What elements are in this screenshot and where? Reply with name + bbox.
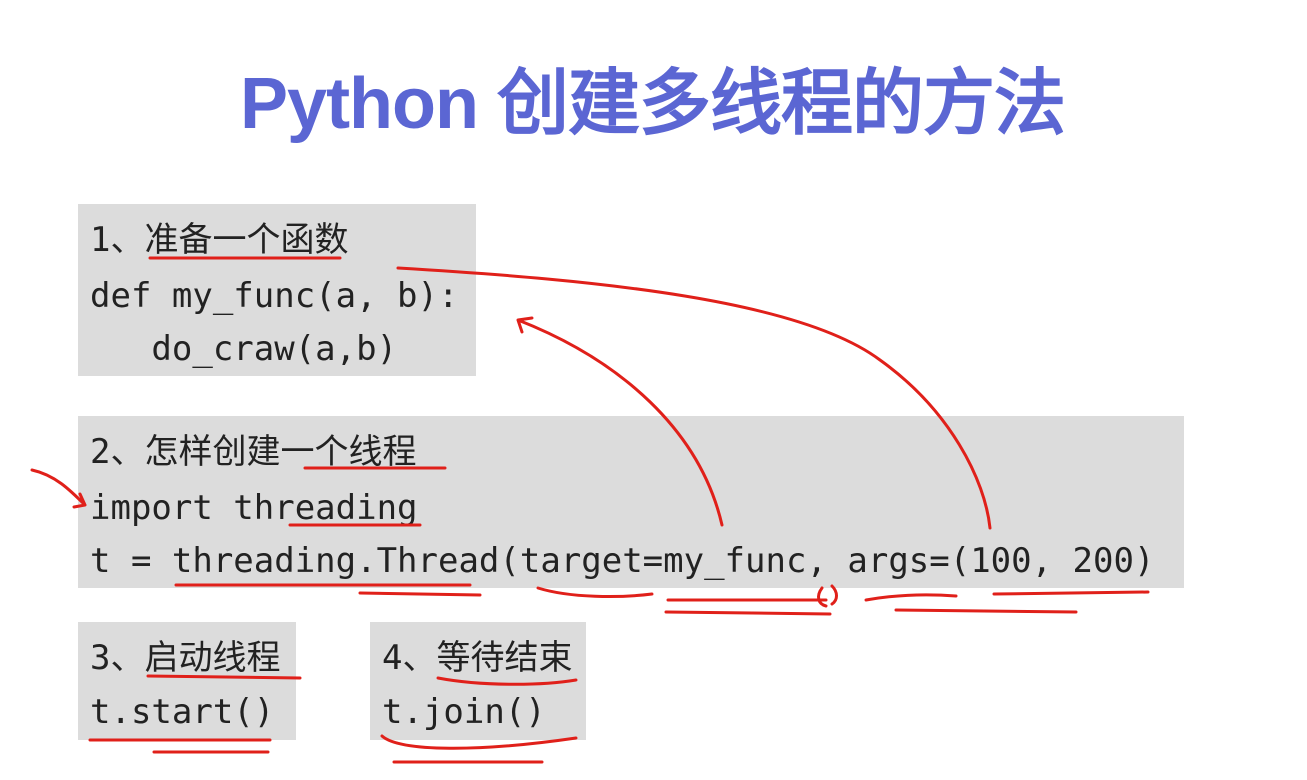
underline-target: [536, 586, 654, 598]
step-3-code-line-1: t.start(): [90, 692, 275, 732]
step-2-heading: 2、怎样创建一个线程: [90, 432, 417, 472]
step-1-heading: 1、准备一个函数: [90, 220, 349, 260]
underline-my-func: [664, 598, 832, 616]
step-3-heading: 3、启动线程: [90, 638, 281, 678]
step-4-box: 4、等待结束 t.join(): [370, 622, 586, 740]
underline-args: [864, 593, 1078, 614]
step-1-code-line-2: do_craw(a,b): [90, 329, 398, 369]
underline-t-start: [88, 738, 272, 754]
slide-title: Python 创建多线程的方法: [240, 64, 1066, 144]
step-3-box: 3、启动线程 t.start(): [78, 622, 296, 740]
step-4-code-line-1: t.join(): [382, 692, 546, 732]
mark-parens: [817, 584, 838, 608]
step-1-box: 1、准备一个函数 def my_func(a, b): do_craw(a,b): [78, 204, 476, 376]
step-2-code-line-1: import threading: [90, 488, 418, 528]
step-1-code-line-1: def my_func(a, b):: [90, 276, 459, 316]
step-4-heading: 4、等待结束: [382, 638, 573, 678]
underline-values: [992, 590, 1150, 596]
step-2-code-line-2: t = threading.Thread(target=my_func, arg…: [90, 541, 1155, 581]
step-2-box: 2、怎样创建一个线程 import threading t = threadin…: [78, 416, 1184, 588]
